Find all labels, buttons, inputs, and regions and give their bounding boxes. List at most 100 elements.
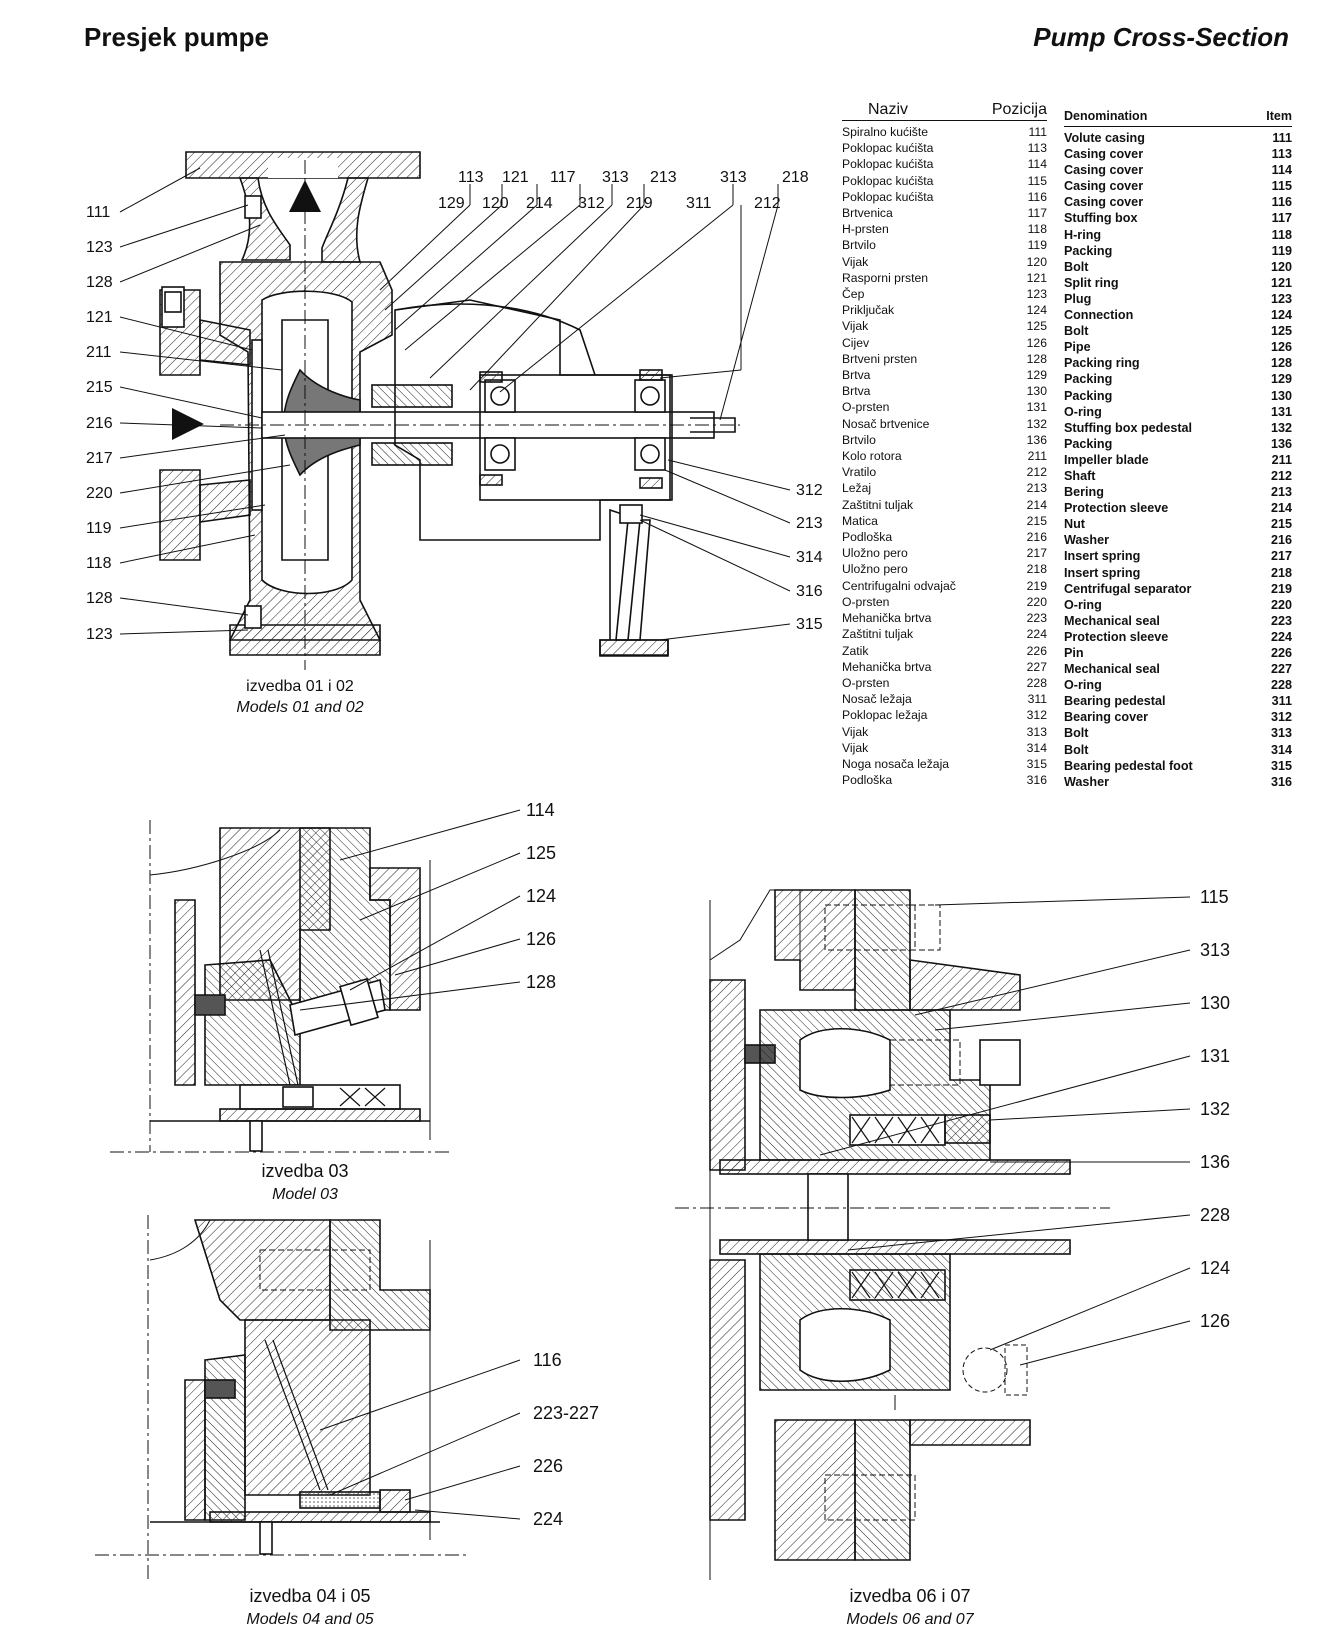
part-item-number: 315	[1270, 758, 1292, 773]
part-name: Brtveni prsten	[842, 351, 918, 366]
label-211: 211	[86, 344, 112, 361]
part-name: Bearing pedestal	[1064, 694, 1166, 709]
label-313-b: 313	[720, 169, 747, 186]
table-row: Plug 123	[1064, 291, 1292, 307]
part-name: Packing	[1064, 243, 1113, 258]
part-item-number: 123	[1026, 287, 1047, 302]
part-name: Insert spring	[1064, 565, 1141, 580]
page-title-english: Pump Cross-Section	[1033, 22, 1289, 52]
part-name: Poklopac kućišta	[842, 189, 934, 204]
part-item-number: 111	[1272, 131, 1292, 145]
main-view-labels: 111 123 128 121 211 215 216 217 220 119 …	[86, 169, 823, 643]
label-224: 224	[533, 1509, 563, 1529]
part-name: Matica	[842, 513, 878, 528]
part-item-number: 115	[1027, 173, 1047, 188]
part-item-number: 316	[1270, 774, 1292, 789]
caption-view-0607: izvedba 06 i 07 Models 06 and 07	[810, 1585, 1010, 1631]
part-name: Bering	[1064, 485, 1104, 500]
caption-0607-en: Models 06 and 07	[846, 1611, 974, 1628]
part-name: Brtvenica	[842, 206, 893, 221]
label-121: 121	[86, 309, 113, 326]
part-item-number: 314	[1270, 742, 1292, 757]
label-118: 118	[86, 555, 112, 572]
part-name: Podloška	[842, 530, 893, 545]
view-0405-leader-lines	[319, 1359, 521, 1520]
part-item-number: 128	[1026, 351, 1047, 366]
part-name: Vijak	[842, 740, 869, 755]
part-name: Centrifugalni odvajač	[842, 578, 956, 593]
label-132: 132	[1200, 1099, 1230, 1119]
part-name: Bolt	[1064, 324, 1089, 339]
label-312-top: 312	[578, 195, 605, 212]
label-215: 215	[86, 379, 113, 396]
part-name: Plug	[1064, 291, 1092, 306]
label-128-lower: 128	[86, 590, 113, 607]
label-116: 116	[533, 1350, 562, 1370]
part-name: Noga nosača ležaja	[842, 756, 950, 771]
view-03-labels: 114 125 124 126 128	[526, 800, 556, 992]
part-name: Packing	[1064, 436, 1113, 451]
part-item-number: 214	[1270, 501, 1292, 516]
part-name: Protection sleeve	[1064, 629, 1169, 644]
part-name: Vijak	[842, 254, 869, 269]
label-311: 311	[686, 195, 712, 212]
part-name: Vratilo	[842, 465, 877, 480]
part-name: Nut	[1064, 517, 1085, 532]
part-name: Zaštitni tuljak	[842, 497, 914, 512]
caption-0405-hr: izvedba 04 i 05	[249, 1586, 371, 1606]
part-name: Stuffing box	[1064, 211, 1138, 226]
part-name: Poklopac ležaja	[842, 708, 928, 723]
part-item-number: 211	[1027, 449, 1047, 464]
part-name: O-prsten	[842, 675, 890, 690]
part-item-number: 114	[1027, 157, 1047, 172]
part-item-number: 123	[1270, 291, 1292, 306]
column-header-item: Pozicija	[991, 101, 1047, 118]
part-name: Spiralno kućište	[842, 125, 929, 139]
label-114: 114	[526, 800, 555, 820]
part-name: Zaštitni tuljak	[842, 627, 914, 642]
part-item-number: 313	[1270, 726, 1292, 741]
part-name: Brtvilo	[842, 432, 876, 447]
caption-03-en: Model 03	[272, 1186, 338, 1203]
caption-0607-hr: izvedba 06 i 07	[849, 1586, 971, 1606]
caption-0405-en: Models 04 and 05	[246, 1611, 374, 1628]
part-item-number: 226	[1026, 643, 1047, 658]
part-name: Bearing cover	[1064, 710, 1148, 725]
part-name: Uložno pero	[842, 546, 908, 561]
part-item-number: 121	[1270, 275, 1292, 290]
part-item-number: 136	[1270, 436, 1292, 451]
part-item-number: 224	[1026, 627, 1047, 642]
part-item-number: 116	[1271, 195, 1292, 210]
part-item-number: 121	[1026, 270, 1047, 285]
part-item-number: 314	[1026, 740, 1047, 755]
page-title-croatian: Presjek pumpe	[84, 22, 269, 52]
part-item-number: 213	[1026, 481, 1047, 496]
part-item-number: 312	[1270, 710, 1292, 725]
